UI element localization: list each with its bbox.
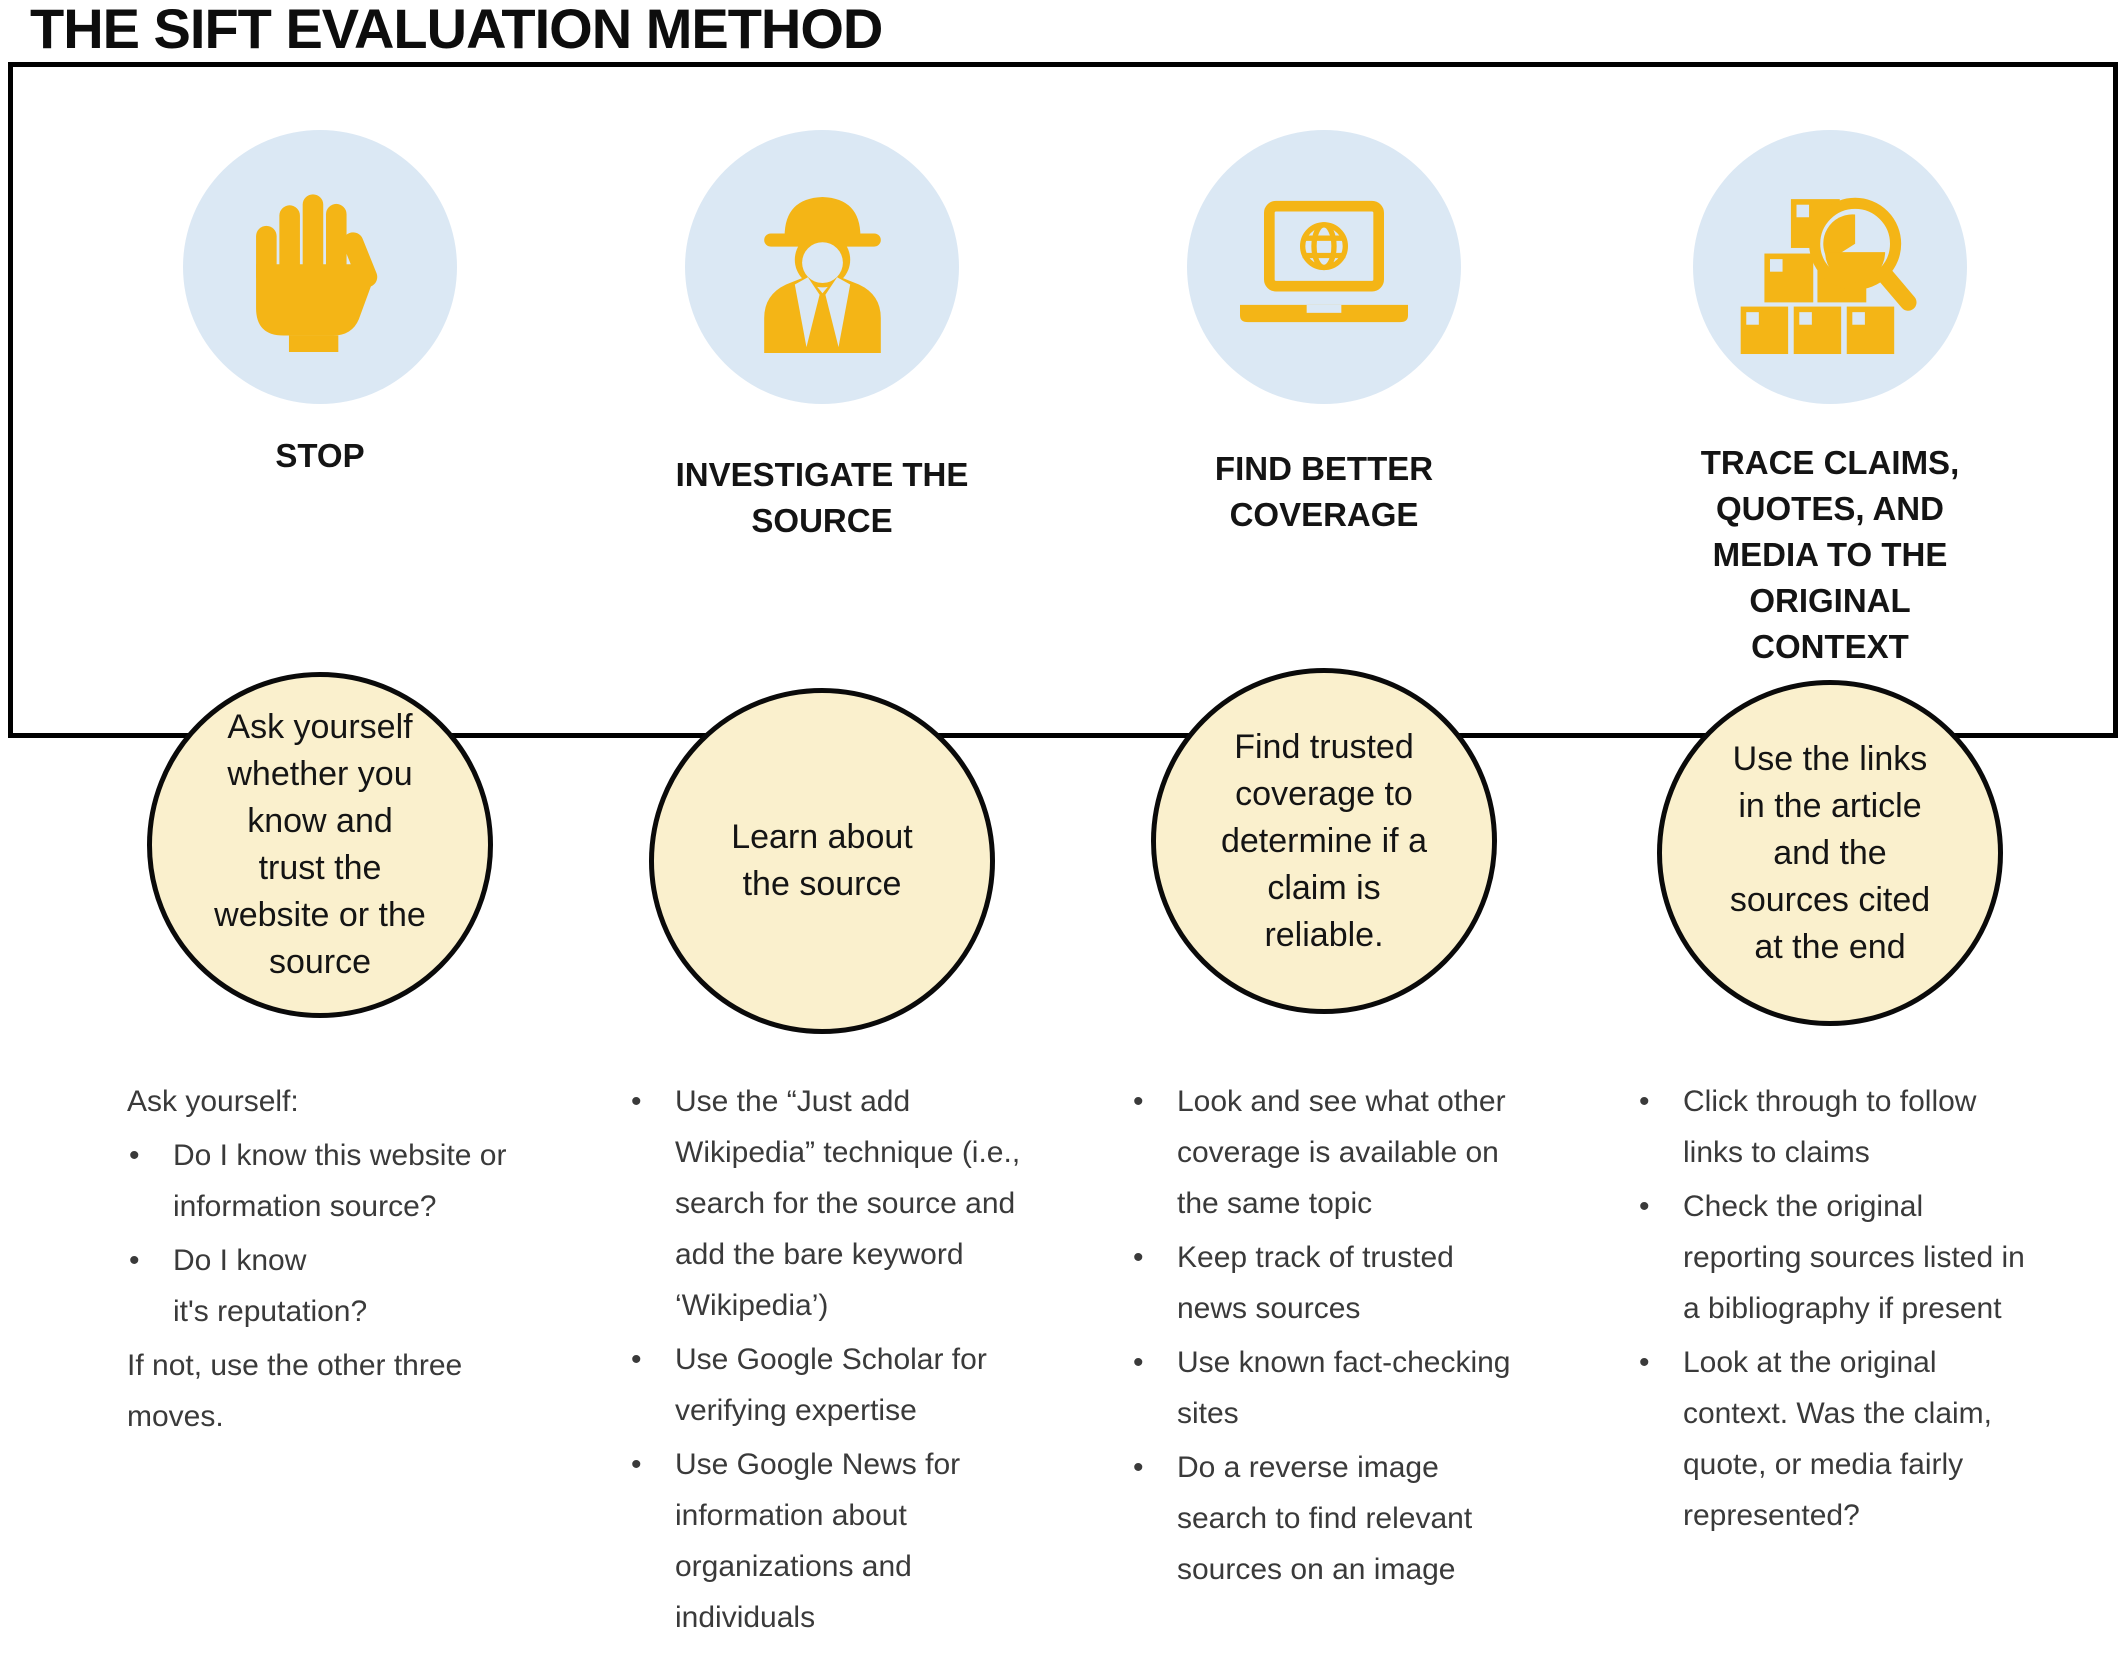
summary-text: Use the links in the article and the sou… [1729,739,1931,966]
column-find-better-coverage: FIND BETTER COVERAGE Find trusted covera… [1109,0,1539,1673]
list-item: • Look at the original context. Was the … [1637,1337,2029,1541]
column-investigate-source: INVESTIGATE THE SOURCE Learn about the s… [607,0,1037,1673]
summary-circle: Ask yourself whether you know and trust … [147,672,493,1018]
step-heading: FIND BETTER COVERAGE [1214,450,1434,533]
list-item: • Do a reverse image search to find rele… [1131,1442,1523,1595]
boxes-magnifier-icon [1740,197,1917,354]
icon-circle [685,130,959,404]
summary-text: Ask yourself whether you know and trust … [214,708,426,981]
bullet-icon: • [129,1139,140,1172]
icon-circle [1693,130,1967,404]
bullet-icon: • [129,1244,140,1277]
list-item: • Use the “Just add Wikipedia” technique… [629,1076,1021,1331]
list-item: • Check the original reporting sources l… [1637,1181,2029,1334]
bullet-icon: • [631,1448,642,1481]
list-item: • Use Google News for information about … [629,1439,1021,1643]
bullet-icon: • [1133,1451,1144,1484]
list-item: • Do I know this website or information … [127,1130,519,1232]
list-intro: Ask yourself: [127,1085,299,1118]
bullet-icon: • [1639,1190,1650,1223]
icon-circle [1187,130,1461,404]
detective-icon [763,197,881,353]
icon-circle [183,130,457,404]
bullet-icon: • [1133,1085,1144,1118]
list-item: • Use Google Scholar for verifying exper… [629,1334,1021,1436]
detail-list: • Use the “Just add Wikipedia” technique… [629,1076,1021,1646]
summary-circle: Use the links in the article and the sou… [1657,680,2003,1026]
step-heading: STOP [275,437,365,474]
bullet-icon: • [631,1343,642,1376]
bullet-icon: • [631,1085,642,1118]
column-stop: STOP Ask yourself whether you know and t… [105,0,535,1673]
list-item: • Use known fact-checking sites [1131,1337,1523,1439]
detail-list: • Click through to follow links to claim… [1637,1076,2029,1544]
bullet-icon: • [1639,1346,1650,1379]
summary-text: Find trusted coverage to determine if a … [1220,727,1427,954]
list-item: • Keep track of trusted news sources [1131,1232,1523,1334]
step-heading: INVESTIGATE THE SOURCE [675,456,969,539]
laptop-globe-icon [1240,200,1408,322]
list-item: • Do I know it's reputation? [127,1235,519,1337]
list-item: • Look and see what other coverage is av… [1131,1076,1523,1229]
column-trace-claims: TRACE CLAIMS, QUOTES, AND MEDIA TO THE O… [1615,0,2045,1673]
detail-list: • Look and see what other coverage is av… [1131,1076,1523,1598]
detail-list: Ask yourself: • Do I know this website o… [127,1076,519,1445]
stop-hand-icon [255,194,377,352]
list-item: • Click through to follow links to claim… [1637,1076,2029,1178]
summary-circle: Learn about the source [649,688,995,1034]
summary-text: Learn about the source [731,818,913,903]
summary-circle: Find trusted coverage to determine if a … [1151,668,1497,1014]
bullet-icon: • [1133,1346,1144,1379]
page-title: THE SIFT EVALUATION METHOD [30,0,883,60]
bullet-icon: • [1133,1241,1144,1274]
step-heading: TRACE CLAIMS, QUOTES, AND MEDIA TO THE O… [1700,444,1960,665]
bullet-icon: • [1639,1085,1650,1118]
list-outro: If not, use the other three moves. [127,1349,463,1433]
